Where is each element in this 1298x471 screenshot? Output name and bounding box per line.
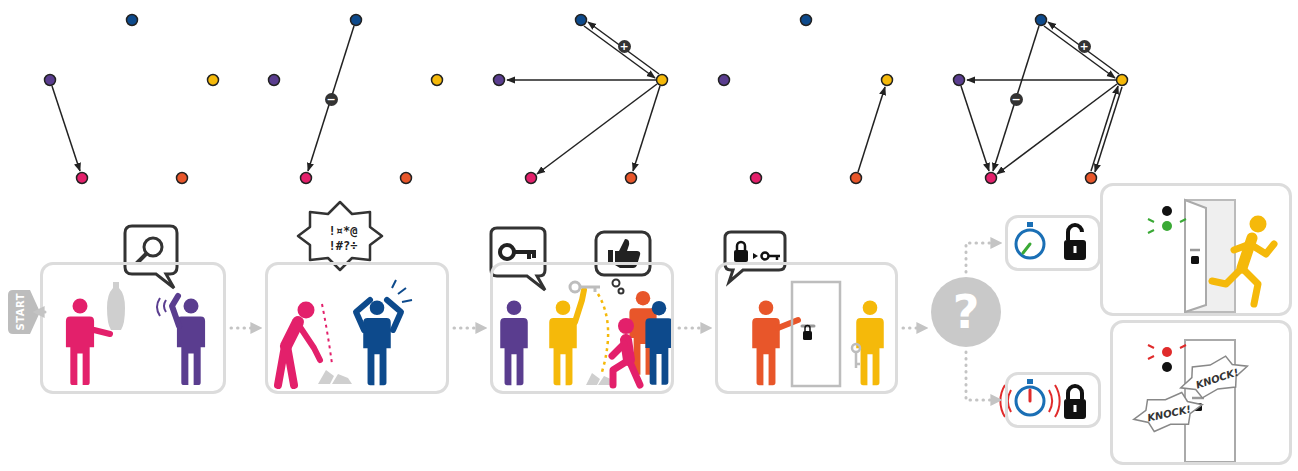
flow-connector [35, 311, 45, 314]
door-panel: KNOCK!KNOCK! [1110, 320, 1292, 465]
flow-connector [679, 327, 710, 330]
comic-panel: !¤*@ !#?÷ [265, 262, 449, 394]
node-text: KNOCK! [1194, 366, 1240, 390]
panel-4-art [725, 232, 884, 386]
panel-3-art [491, 228, 673, 385]
comic-panel [490, 262, 674, 394]
network-graph [719, 15, 893, 184]
flow-connector [966, 243, 1000, 272]
flow-connector-group [966, 243, 1000, 272]
network-graph [954, 15, 1128, 184]
flow-connector-group [35, 312, 45, 313]
decision-circle: ? [931, 277, 1001, 347]
outcome-box [1005, 215, 1101, 271]
sign-badge: + [618, 40, 631, 53]
door-panel [1100, 183, 1292, 316]
flow-connector-group [454, 328, 485, 329]
sign-badge: − [1010, 93, 1023, 106]
comic-panel [40, 262, 226, 394]
flow-connector [231, 327, 260, 330]
panel-1-art [66, 226, 205, 385]
flow-connector-group [966, 352, 1000, 400]
node-text: START [15, 293, 26, 331]
flow-connector [903, 327, 926, 330]
flow-connector-group [231, 328, 260, 329]
node-text: !¤*@ !#?÷ [318, 224, 368, 254]
flow-connector [966, 352, 1000, 400]
start-shape [8, 290, 40, 334]
network-graph [269, 15, 443, 184]
comic-panel [715, 262, 898, 394]
flow-connector [454, 327, 485, 330]
network-graph [494, 15, 668, 184]
flow-connector-group [903, 328, 926, 329]
flow-connector-group [679, 328, 710, 329]
node-text: KNOCK! [1146, 404, 1192, 424]
sign-badge: + [1078, 40, 1091, 53]
outcome-2-art [1000, 340, 1252, 462]
panel-2-art [278, 202, 412, 385]
sign-badge: − [325, 93, 338, 106]
network-graph [45, 15, 219, 184]
outcome-box [1005, 372, 1101, 428]
node-text: ? [953, 289, 980, 335]
start-marker: START [8, 290, 40, 334]
